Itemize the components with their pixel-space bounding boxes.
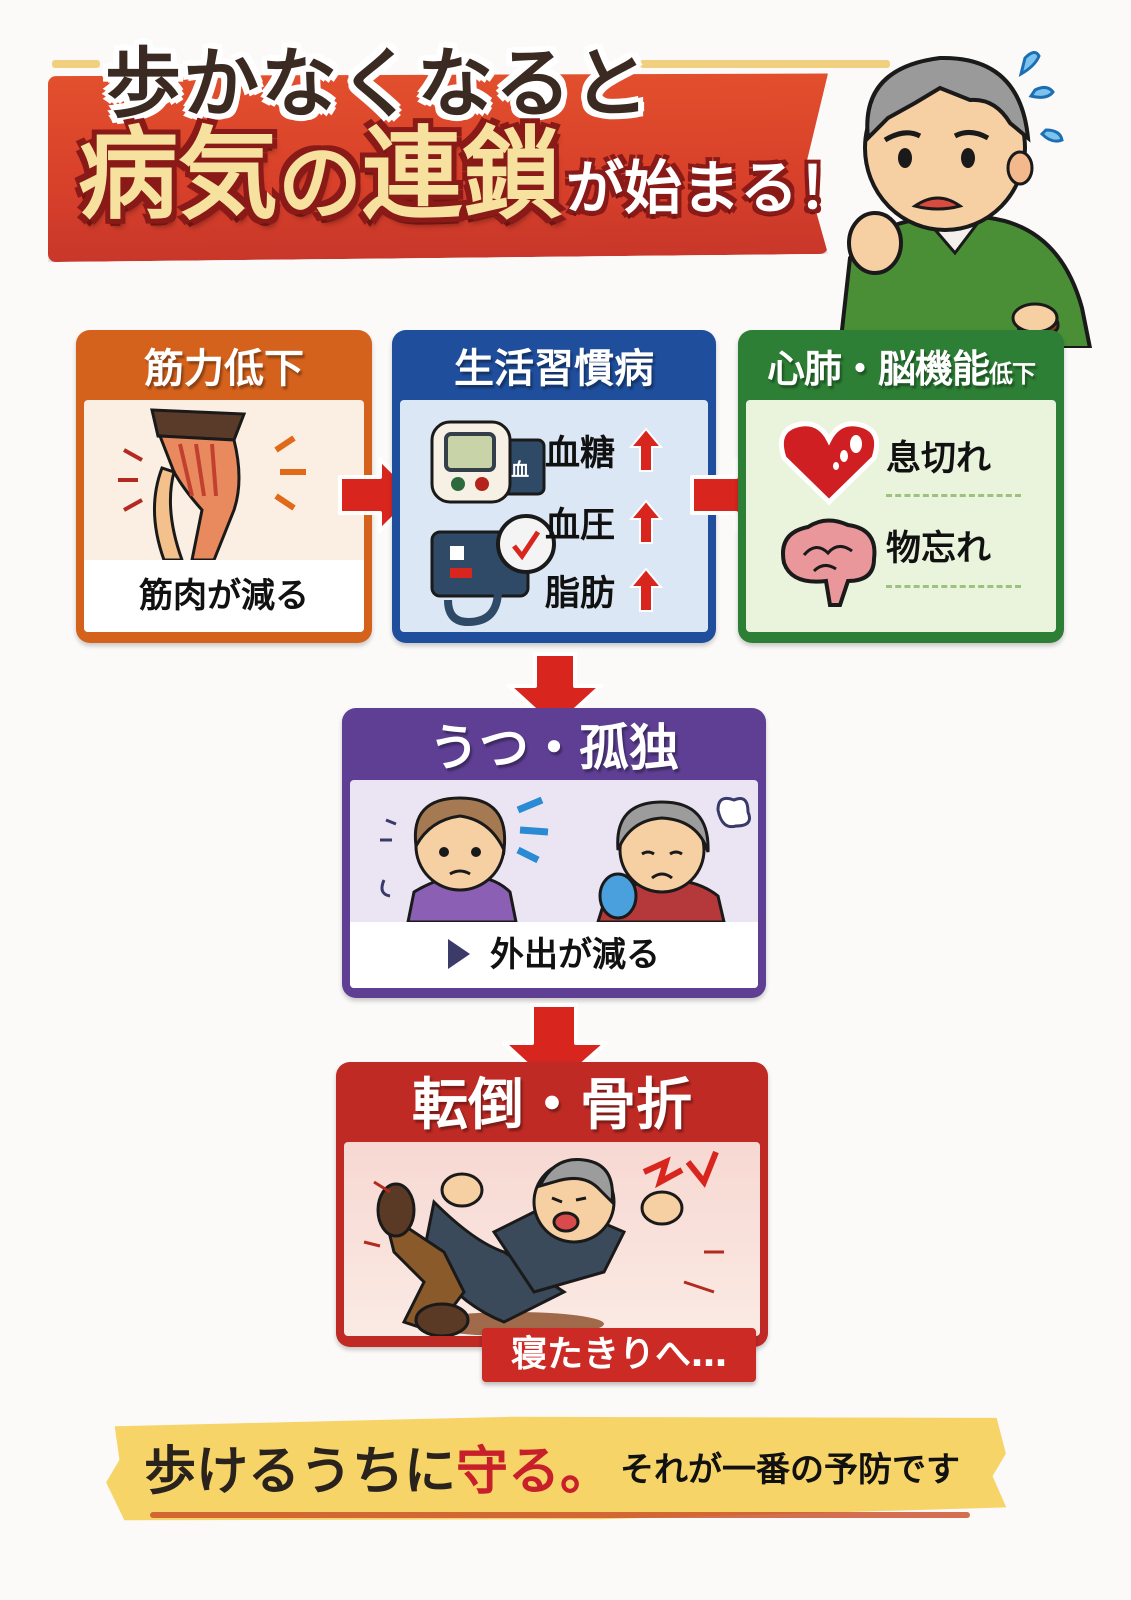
card-cardio-brain-decline: 心肺・脳機能低下 息切れ 物忘れ <box>738 330 1064 643</box>
card-depression-isolation: うつ・孤独 外出が減る <box>342 708 766 998</box>
slogan-highlight: 守る。 <box>456 1441 613 1502</box>
page-title-line2: 病気 の 連鎖 が始まる！ <box>78 116 857 233</box>
glucose-meter-icon: 血 <box>430 420 546 504</box>
title-decor-line-right <box>640 60 890 68</box>
slogan-main: 歩けるうちに <box>144 1441 457 1502</box>
card-body: 筋肉が減る <box>84 400 364 632</box>
metric-label: 血糖 <box>545 433 616 474</box>
falling-elder-icon <box>363 1150 724 1336</box>
page-title-line1: 歩かなくなると <box>105 39 651 128</box>
card-title: 心肺・脳機能低下 <box>746 338 1056 400</box>
arrow-up-icon <box>629 567 664 612</box>
card-title: うつ・孤独 <box>429 719 679 777</box>
symptom-shortness-of-breath: 息切れ <box>886 439 992 479</box>
slogan: 歩けるうちに 守る。 それが一番の予防です <box>144 1430 960 1502</box>
card-title: 生活習慣病 <box>454 346 654 392</box>
anxious-woman-icon <box>380 796 549 922</box>
title-word-disease: 病気 <box>78 116 278 233</box>
card-lifestyle-disease: 生活習慣病 血 血糖 血圧 脂肪 <box>392 330 716 643</box>
metric-blood-pressure: 血圧 <box>545 492 664 552</box>
card-caption: 筋肉が減る <box>84 560 364 632</box>
bedridden-tag: 寝たきりへ… <box>482 1328 756 1382</box>
metric-body-fat: 脂肪 <box>545 560 664 620</box>
card-title: 転倒・骨折 <box>412 1073 692 1138</box>
metric-label: 脂肪 <box>545 573 616 614</box>
card-muscle-weakness: 筋力低下 筋肉が減る <box>76 330 372 643</box>
play-triangle-icon <box>448 938 470 969</box>
blood-pressure-monitor-icon <box>430 514 556 627</box>
card-body: 血 血糖 血圧 脂肪 <box>400 400 708 632</box>
card-caption: 外出が減る <box>350 922 758 988</box>
slogan-underline <box>150 1512 970 1518</box>
title-word-chain: 連鎖 <box>362 116 563 233</box>
title-particle: の <box>278 134 363 232</box>
title-decor-line-left <box>52 60 100 68</box>
slogan-sub: それが一番の予防です <box>620 1449 961 1490</box>
arrow-down-icon <box>507 652 603 730</box>
metric-label: 血圧 <box>545 505 616 546</box>
card-title-main: 心肺・脳機能 <box>766 347 990 391</box>
sad-elderly-woman-icon <box>596 796 751 922</box>
divider <box>886 585 1021 588</box>
sore-knee-icon <box>118 408 306 560</box>
card-title-suffix: 低下 <box>989 360 1036 388</box>
heart-icon <box>778 421 880 506</box>
card-title: 筋力低下 <box>144 346 304 392</box>
svg-text:血: 血 <box>511 459 529 481</box>
card-body: 息切れ 物忘れ <box>746 400 1056 632</box>
card-fall-fracture: 転倒・骨折 <box>336 1062 768 1347</box>
card-caption-text: 外出が減る <box>490 935 660 975</box>
arrow-up-icon <box>629 427 664 472</box>
symptom-forgetfulness: 物忘れ <box>886 529 992 569</box>
title-tail: が始まる！ <box>566 154 857 222</box>
card-body: 外出が減る <box>350 780 758 988</box>
arrow-up-icon <box>629 499 664 544</box>
card-body <box>344 1142 760 1336</box>
divider <box>886 494 1021 497</box>
worried-elder-icon <box>837 51 1093 348</box>
brain-icon <box>781 518 877 607</box>
metric-blood-sugar: 血糖 <box>545 420 664 480</box>
